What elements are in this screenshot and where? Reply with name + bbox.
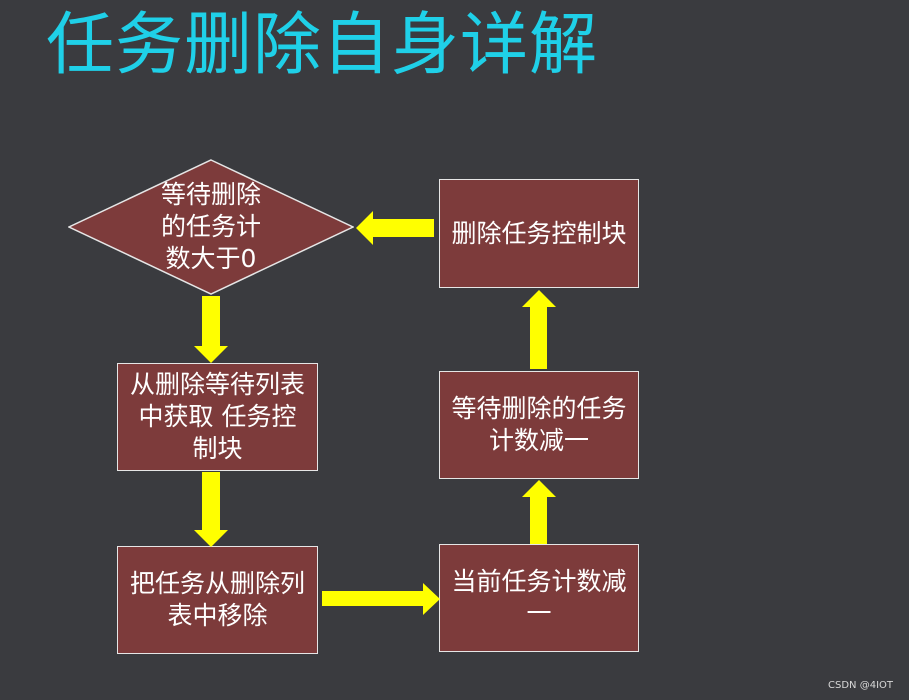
current-count-decrement-label: 当前任务计数减一 [451, 567, 627, 628]
delete-tcb-node: 删除任务控制块 [439, 179, 639, 288]
remove-from-list-node: 把任务从删除列表中移除 [117, 546, 318, 654]
get-tcb-node: 从删除等待列表中获取 任务控制块 [117, 363, 318, 471]
waiting-count-decrement-label: 等待删除的任务计数减一 [451, 394, 627, 455]
decision-node: 等待删除的任务计数大于0 [68, 159, 354, 295]
delete-tcb-label: 删除任务控制块 [451, 218, 627, 248]
get-tcb-label: 从删除等待列表中获取 任务控制块 [129, 370, 305, 463]
waiting-count-decrement-node: 等待删除的任务计数减一 [439, 371, 639, 479]
arrow-decision-to-get-tcb [194, 296, 228, 363]
page-title: 任务删除自身详解 [46, 6, 599, 85]
arrow-delete-tcb-to-decision [356, 211, 434, 245]
remove-from-list-label: 把任务从删除列表中移除 [129, 569, 305, 630]
decision-diamond-shape [68, 159, 354, 295]
current-count-decrement-node: 当前任务计数减一 [439, 544, 639, 652]
arrow-current-to-waiting-decrement [522, 480, 556, 544]
decision-label: 等待删除的任务计数大于0 [160, 180, 261, 273]
arrow-waiting-to-delete-tcb [522, 290, 556, 369]
arrow-remove-to-current-decrement [322, 583, 440, 615]
arrow-get-tcb-to-remove [194, 472, 228, 547]
watermark: CSDN @4IOT [828, 680, 893, 691]
